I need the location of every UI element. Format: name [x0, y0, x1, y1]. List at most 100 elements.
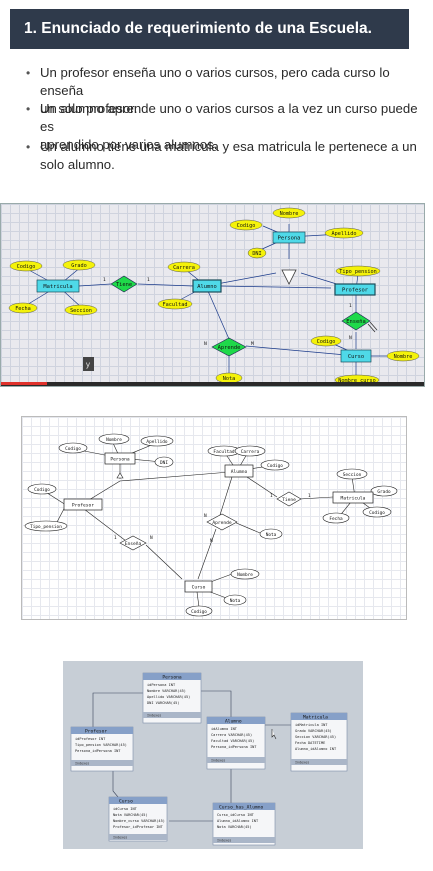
attribute-oval: Seccion [64, 304, 98, 316]
attribute-label: Seccion [343, 472, 362, 478]
attribute-oval: Nota [215, 372, 243, 384]
relation-label: Enseña [346, 319, 365, 325]
attribute-oval: Facultad [157, 298, 193, 310]
relational-model: Persona idPersona INT Nombre VARCHAR(45)… [63, 661, 363, 849]
column-label: DNI VARCHAR(45) [147, 701, 179, 705]
requirement-line: un solo profesor. [40, 101, 138, 116]
video-logo-icon [83, 357, 94, 371]
requirement-line: Un alumno aprende uno o varios cursos a … [40, 101, 418, 134]
requirement-line: solo alumno. [40, 157, 115, 172]
attribute-label: Codigo [34, 487, 50, 493]
attribute-label: Nombre [106, 437, 122, 443]
bullet-dot-icon: • [26, 102, 31, 116]
entity-box: Persona [104, 452, 136, 465]
attribute-label: DNI [160, 460, 168, 466]
table-card: Alumno idAlumno INT Carrera VARCHAR(45) … [206, 716, 266, 770]
column-label: Persona_idPersona INT [75, 749, 121, 753]
attribute-oval: Apellido [140, 435, 174, 447]
relational-model-svg: Persona idPersona INT Nombre VARCHAR(45)… [63, 661, 363, 849]
indexes-label: Indexes [113, 836, 127, 840]
attribute-oval: DNI [154, 456, 174, 468]
column-label: Carrera VARCHAR(45) [211, 733, 252, 737]
attribute-oval: Codigo [27, 483, 57, 495]
cardinality-label: M [210, 538, 213, 544]
table-card: Matricula idMatricula INT Grado VARCHAR(… [290, 712, 348, 772]
attribute-oval: Codigo [9, 260, 43, 272]
column-label: Grado VARCHAR(45) [295, 729, 332, 733]
table-name: Curso_has_Alumno [219, 805, 263, 811]
entity-label: Persona [278, 236, 301, 242]
attribute-label: Carrera [173, 265, 195, 271]
attribute-label: Codigo [317, 339, 336, 345]
cardinality-label: 1 [103, 277, 106, 283]
attribute-label: Apellido [332, 231, 357, 237]
entity-box: Alumno [192, 279, 222, 293]
cardinality-label: N [349, 335, 352, 341]
entity-box: Matricula [332, 491, 374, 504]
slide-title: 1. Enunciado de requerimiento de una Esc… [10, 9, 409, 49]
entity-label: Curso [192, 585, 206, 591]
column-label: idCurso INT [113, 807, 138, 811]
cursor-icon [367, 321, 378, 333]
column-label: Alumno_idAlumno INT [295, 747, 337, 751]
attribute-oval: Carrera [167, 261, 201, 273]
attribute-oval: Codigo [362, 506, 392, 518]
attribute-label: Nota [223, 376, 236, 382]
column-label: Tipo_pension VARCHAR(45) [75, 743, 127, 747]
entity-box: Profesor [63, 498, 103, 511]
attribute-label: Facultad [213, 449, 235, 455]
entity-label: Profesor [342, 288, 369, 294]
attribute-label: Nota [230, 598, 241, 604]
attribute-oval: Grado [62, 259, 96, 271]
relation-diamond: Aprende [206, 513, 238, 531]
column-label: idPersona INT [147, 683, 176, 687]
table-card: Profesor idProfesor INT Tipo_pension VAR… [70, 726, 134, 772]
entity-box: Alumno [224, 464, 254, 478]
entity-box: Matricula [36, 279, 80, 293]
indexes-label: Indexes [211, 759, 225, 763]
attribute-label: Codigo [65, 446, 81, 452]
bullet-dot-icon: • [26, 140, 31, 154]
attribute-oval: Fecha [8, 302, 38, 314]
mouse-pointer-icon [271, 729, 277, 740]
cardinality-label: 1 [349, 303, 352, 309]
attribute-label: Nota [266, 532, 277, 538]
entity-box: Profesor [334, 283, 376, 296]
attribute-oval: Nombre [230, 568, 260, 580]
table-name: Matricula [303, 715, 328, 721]
column-label: Apellido VARCHAR(45) [147, 695, 190, 699]
attribute-oval: Seccion [336, 468, 368, 480]
table-card: Curso idCurso INT Nota VARCHAR(45) Nombr… [108, 796, 168, 842]
entity-label: Persona [110, 457, 130, 463]
requirement-line: aprendido por varios alumnos. [40, 137, 218, 152]
attribute-oval: Apellido [324, 227, 364, 239]
video-progress-track[interactable] [1, 382, 424, 386]
video-progress-fill [1, 382, 47, 385]
column-label: idMatricula INT [295, 723, 328, 727]
column-label: Seccion VARCHAR(45) [295, 735, 336, 739]
attribute-label: Codigo [17, 264, 36, 270]
attribute-oval: Carrera [234, 445, 266, 457]
attribute-label: Nombre [280, 211, 299, 217]
attribute-label: Nombre [394, 354, 413, 360]
cardinality-label: N [204, 513, 207, 519]
requirement-line: Un alumno tiene una matricula y esa matr… [40, 139, 417, 154]
attribute-oval: DNI [247, 247, 267, 259]
attribute-label: Codigo [237, 223, 256, 229]
column-label: Fecha DATETIME [295, 741, 325, 745]
attribute-oval: Facultad [207, 445, 241, 457]
attribute-label: Apellido [146, 439, 168, 445]
attribute-oval: Nota [259, 528, 283, 540]
attribute-label: Grado [377, 489, 391, 495]
entity-label: Alumno [197, 284, 216, 290]
attribute-label: Codigo [267, 463, 283, 469]
relation-label: Tiene [282, 497, 296, 503]
cardinality-label: 1 [114, 535, 117, 541]
attribute-label: DNI [252, 251, 261, 257]
attribute-label: Facultad [163, 302, 188, 308]
entity-label: Matricula [341, 496, 366, 502]
attribute-oval: Codigo [185, 605, 213, 617]
attribute-label: Carrera [241, 449, 260, 455]
table-card: Persona idPersona INT Nombre VARCHAR(45)… [142, 672, 202, 724]
attribute-label: Tipo_pension [339, 269, 376, 275]
